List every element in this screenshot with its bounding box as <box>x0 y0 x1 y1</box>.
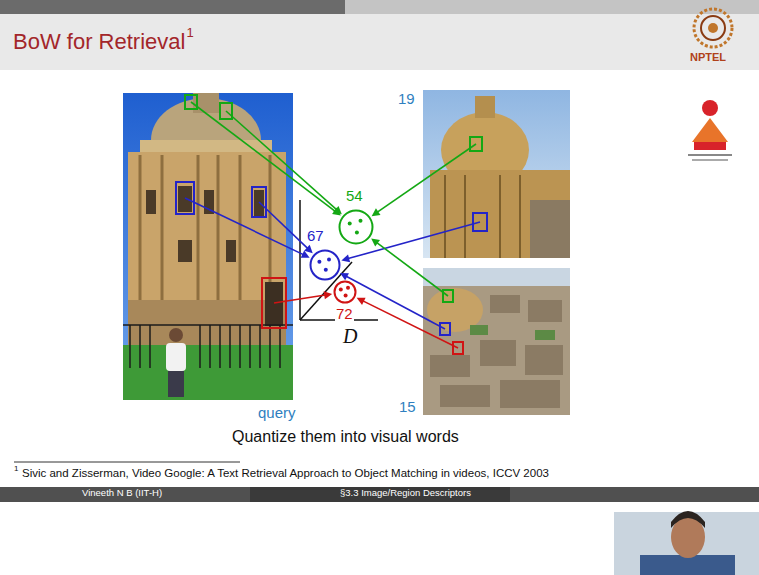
footer-section: §3.3 Image/Region Descriptors <box>340 488 471 499</box>
node-label: 72 <box>335 305 354 322</box>
footnote-mark: 1 <box>14 464 18 473</box>
node-label: 15 <box>399 398 416 415</box>
quantize-arrow <box>340 273 445 329</box>
quantize-arrow <box>259 202 313 253</box>
cluster-circle <box>338 209 374 245</box>
cluster-circle <box>333 280 357 304</box>
node-label: query <box>258 404 296 421</box>
axis-label: D <box>343 325 357 348</box>
cluster-circle <box>309 249 341 281</box>
quantize-arrow <box>274 291 332 303</box>
footer-author: Vineeth N B (IIT-H) <box>82 488 162 499</box>
footnote-text: Sivic and Zisserman, Video Google: A Tex… <box>22 467 549 480</box>
visual-word-cluster: 54 <box>338 209 374 245</box>
quantize-arrow <box>372 144 476 216</box>
quantize-arrow <box>191 102 341 216</box>
quantize-arrow <box>226 111 342 214</box>
logo-text: NPTEL <box>690 51 726 64</box>
caption: Quantize them into visual words <box>232 428 459 446</box>
quantize-arrow <box>357 298 458 348</box>
quantize-arrow <box>185 198 310 258</box>
query-image: query <box>123 93 293 400</box>
slide-title: BoW for Retrieval <box>13 29 185 54</box>
footnote-mark: 1 <box>186 26 193 41</box>
result-image: 19 <box>423 90 570 258</box>
result-image: 15 <box>423 268 570 415</box>
quantize-arrow <box>371 238 448 296</box>
node-label: 19 <box>398 90 415 107</box>
node-label: 54 <box>346 187 363 204</box>
node-label: 67 <box>307 227 324 244</box>
visual-word-cluster: 72 <box>333 280 357 304</box>
visual-word-cluster: 67 <box>309 249 341 281</box>
